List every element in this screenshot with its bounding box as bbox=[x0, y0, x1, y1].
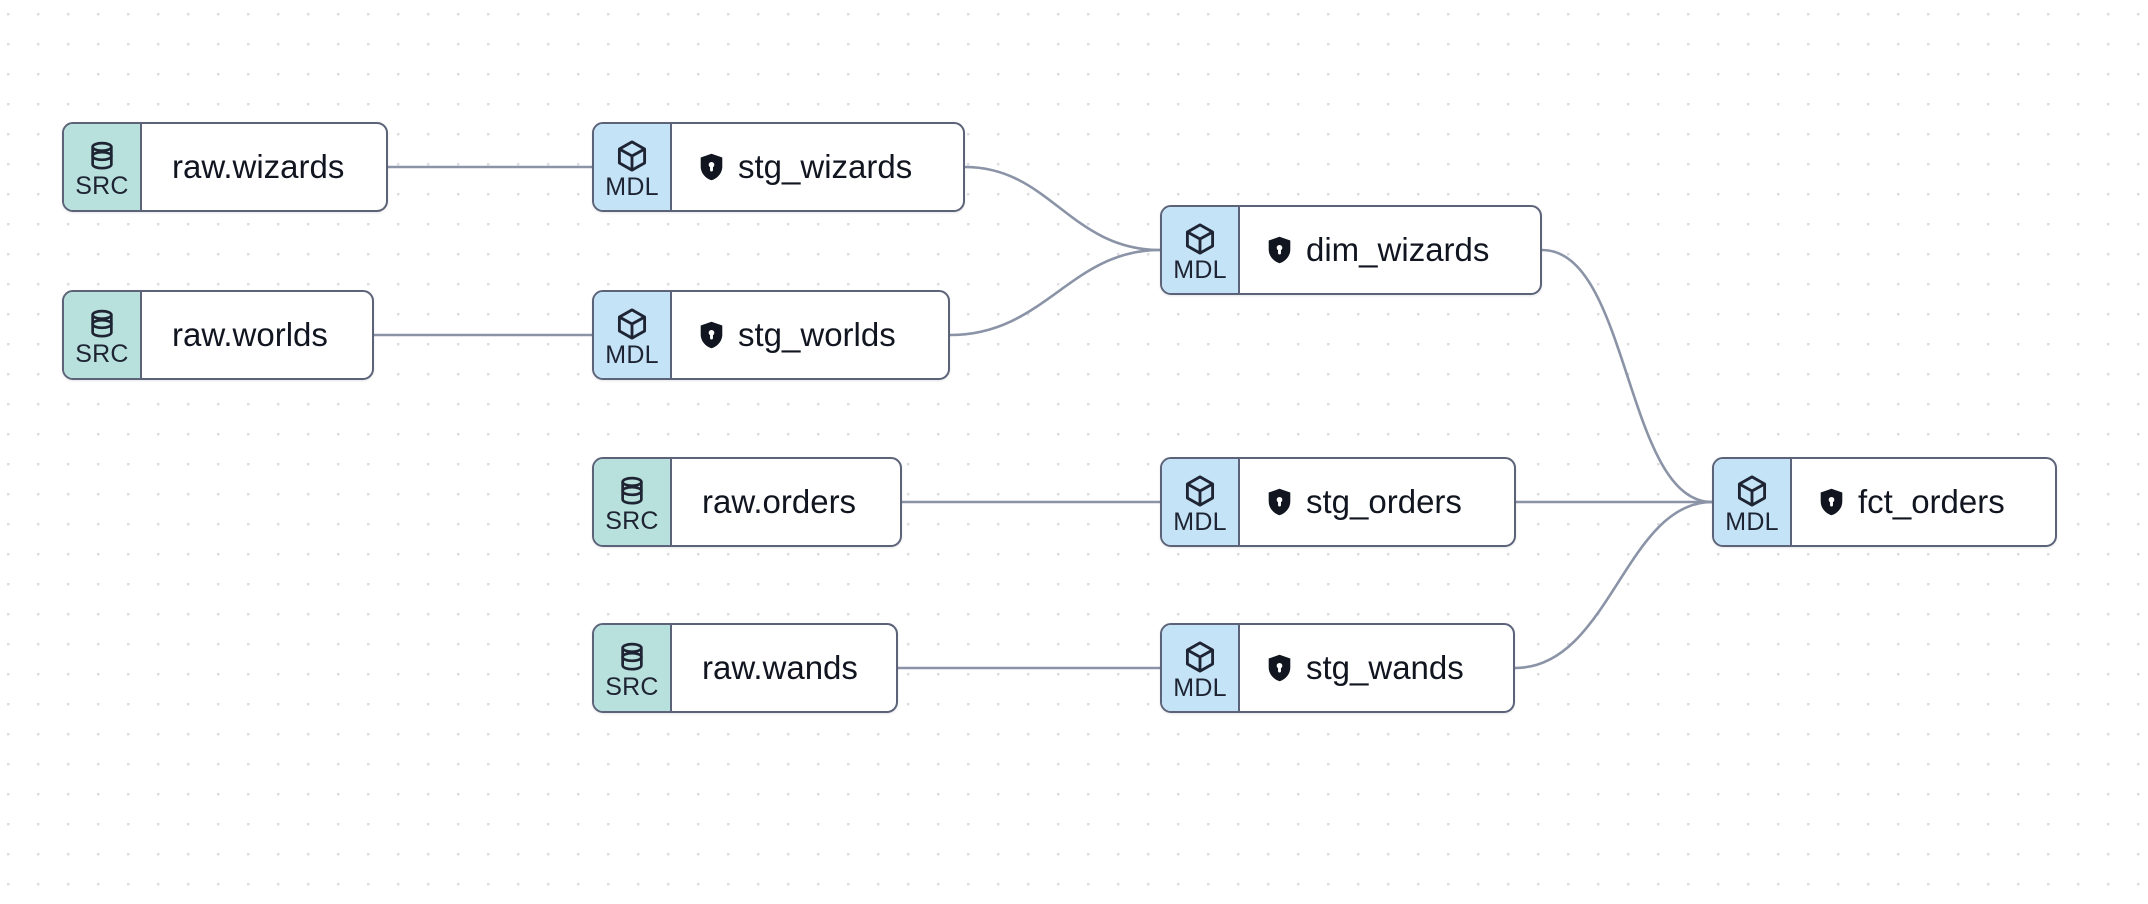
badge-label: SRC bbox=[605, 507, 659, 535]
node-fct-orders[interactable]: MDL fct_orders bbox=[1712, 457, 2057, 547]
badge-label: MDL bbox=[1173, 674, 1227, 702]
node-type-badge-src: SRC bbox=[594, 459, 672, 545]
node-body: raw.worlds bbox=[142, 292, 372, 378]
node-label: raw.orders bbox=[702, 482, 857, 520]
node-dim-wizards[interactable]: MDL dim_wizards bbox=[1160, 205, 1542, 295]
node-body: fct_orders bbox=[1792, 459, 2055, 545]
node-raw-wizards[interactable]: SRC raw.wizards bbox=[62, 122, 388, 212]
node-label: raw.wands bbox=[702, 648, 858, 686]
node-label: fct_orders bbox=[1858, 482, 2005, 520]
node-body: raw.wands bbox=[672, 625, 896, 711]
node-type-badge-mdl: MDL bbox=[594, 124, 672, 210]
node-label: stg_wands bbox=[1306, 648, 1464, 686]
shield-lock-icon bbox=[1266, 235, 1293, 265]
cube-icon bbox=[614, 138, 650, 174]
node-label: dim_wizards bbox=[1306, 230, 1490, 268]
badge-label: MDL bbox=[605, 173, 659, 201]
badge-label: SRC bbox=[605, 673, 659, 701]
node-type-badge-mdl: MDL bbox=[1162, 207, 1240, 293]
node-stg-worlds[interactable]: MDL stg_worlds bbox=[592, 290, 950, 380]
badge-label: MDL bbox=[1725, 508, 1779, 536]
node-body: dim_wizards bbox=[1240, 207, 1540, 293]
node-type-badge-src: SRC bbox=[594, 625, 672, 711]
node-type-badge-mdl: MDL bbox=[1162, 459, 1240, 545]
node-body: stg_wands bbox=[1240, 625, 1513, 711]
node-stg-wands[interactable]: MDL stg_wands bbox=[1160, 623, 1515, 713]
database-icon bbox=[615, 474, 649, 508]
node-body: raw.orders bbox=[672, 459, 900, 545]
node-type-badge-mdl: MDL bbox=[1162, 625, 1240, 711]
badge-label: MDL bbox=[605, 341, 659, 369]
cube-icon bbox=[1182, 473, 1218, 509]
node-body: stg_worlds bbox=[672, 292, 948, 378]
node-body: raw.wizards bbox=[142, 124, 386, 210]
database-icon bbox=[615, 640, 649, 674]
cube-icon bbox=[614, 306, 650, 342]
node-label: stg_wizards bbox=[738, 147, 913, 185]
node-type-badge-src: SRC bbox=[64, 124, 142, 210]
badge-label: SRC bbox=[75, 340, 129, 368]
node-label: stg_orders bbox=[1306, 482, 1462, 520]
edge-stg-wands-to-fct-orders bbox=[1513, 500, 1714, 670]
cube-icon bbox=[1734, 473, 1770, 509]
badge-label: MDL bbox=[1173, 508, 1227, 536]
cube-icon bbox=[1182, 639, 1218, 675]
cube-icon bbox=[1182, 221, 1218, 257]
node-type-badge-src: SRC bbox=[64, 292, 142, 378]
edge-dim-wizards-to-fct-orders bbox=[1540, 248, 1714, 504]
database-icon bbox=[85, 307, 119, 341]
node-label: stg_worlds bbox=[738, 315, 896, 353]
node-type-badge-mdl: MDL bbox=[594, 292, 672, 378]
edge-stg-wizards-to-dim-wizards bbox=[963, 165, 1162, 252]
shield-lock-icon bbox=[1818, 487, 1845, 517]
badge-label: SRC bbox=[75, 172, 129, 200]
node-stg-wizards[interactable]: MDL stg_wizards bbox=[592, 122, 965, 212]
badge-label: MDL bbox=[1173, 256, 1227, 284]
node-label: raw.wizards bbox=[172, 147, 345, 185]
database-icon bbox=[85, 139, 119, 173]
node-raw-orders[interactable]: SRC raw.orders bbox=[592, 457, 902, 547]
node-label: raw.worlds bbox=[172, 315, 328, 353]
node-raw-worlds[interactable]: SRC raw.worlds bbox=[62, 290, 374, 380]
shield-lock-icon bbox=[698, 320, 725, 350]
node-raw-wands[interactable]: SRC raw.wands bbox=[592, 623, 898, 713]
shield-lock-icon bbox=[1266, 487, 1293, 517]
node-type-badge-mdl: MDL bbox=[1714, 459, 1792, 545]
shield-lock-icon bbox=[698, 152, 725, 182]
node-stg-orders[interactable]: MDL stg_orders bbox=[1160, 457, 1516, 547]
shield-lock-icon bbox=[1266, 653, 1293, 683]
node-body: stg_wizards bbox=[672, 124, 963, 210]
node-body: stg_orders bbox=[1240, 459, 1514, 545]
edge-stg-worlds-to-dim-wizards bbox=[948, 248, 1162, 337]
